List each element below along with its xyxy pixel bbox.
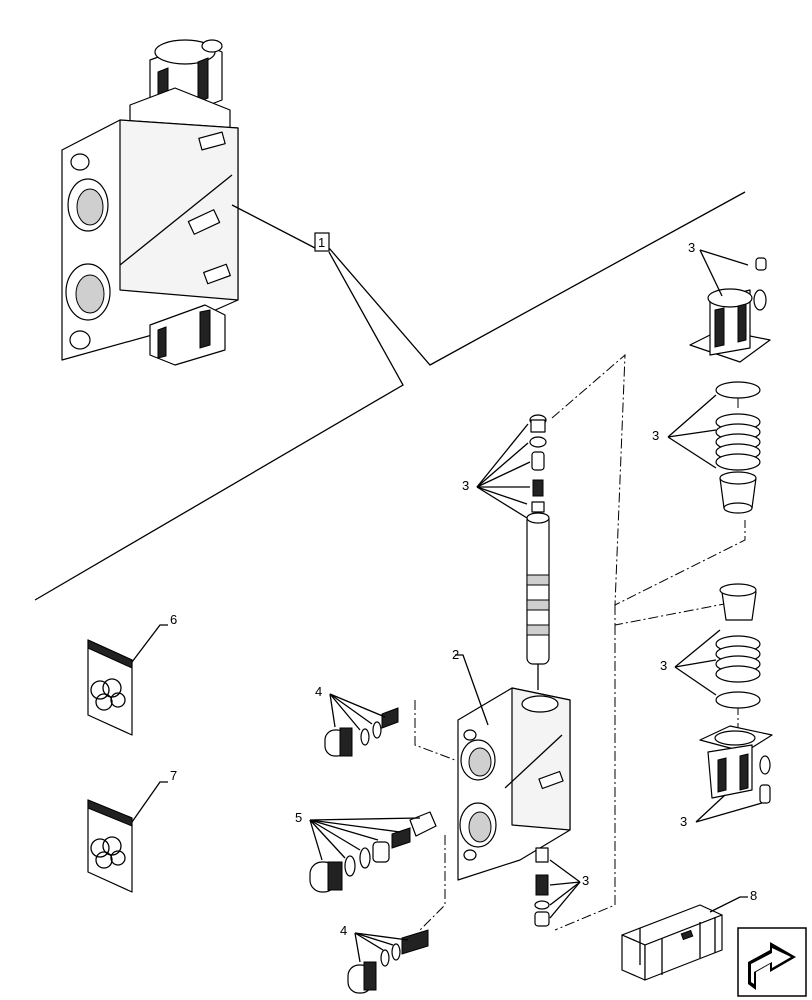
spring-cap-lower: 3 bbox=[680, 725, 773, 829]
svg-text:5: 5 bbox=[295, 810, 302, 825]
relief-valve-upper-4: 4 bbox=[315, 684, 399, 757]
svg-text:3: 3 bbox=[660, 658, 667, 673]
svg-text:3: 3 bbox=[688, 240, 695, 255]
detent-parts-lower: 3 bbox=[534, 847, 589, 927]
svg-text:3: 3 bbox=[582, 873, 589, 888]
svg-text:7: 7 bbox=[170, 768, 177, 783]
svg-text:3: 3 bbox=[652, 428, 659, 443]
svg-text:8: 8 bbox=[750, 888, 757, 903]
control-valve-assembly bbox=[61, 39, 239, 366]
spool-parts-column: 3 bbox=[462, 414, 550, 690]
assembly-guide-lines bbox=[414, 353, 746, 931]
svg-text:3: 3 bbox=[462, 478, 469, 493]
svg-text:4: 4 bbox=[315, 684, 322, 699]
relief-valve-lower-4: 4 bbox=[340, 923, 429, 994]
svg-text:2: 2 bbox=[452, 647, 459, 662]
svg-text:4: 4 bbox=[340, 923, 347, 938]
seal-kit-bag-6: 6 bbox=[87, 612, 177, 736]
valve-section-body: 2 bbox=[452, 647, 571, 881]
spring-group-upper: 3 bbox=[652, 381, 761, 514]
next-page-arrow-icon[interactable] bbox=[737, 927, 807, 997]
relief-valve-5: 5 bbox=[295, 810, 437, 893]
callout-1: 1 bbox=[34, 191, 746, 601]
svg-text:1: 1 bbox=[318, 235, 325, 250]
svg-text:3: 3 bbox=[680, 814, 687, 829]
spring-cap-upper: 3 bbox=[688, 240, 771, 363]
svg-text:6: 6 bbox=[170, 612, 177, 627]
shipping-crate-8: 8 bbox=[621, 888, 757, 981]
spring-group-lower: 3 bbox=[660, 583, 761, 709]
seal-kit-bag-7: 7 bbox=[87, 768, 177, 893]
